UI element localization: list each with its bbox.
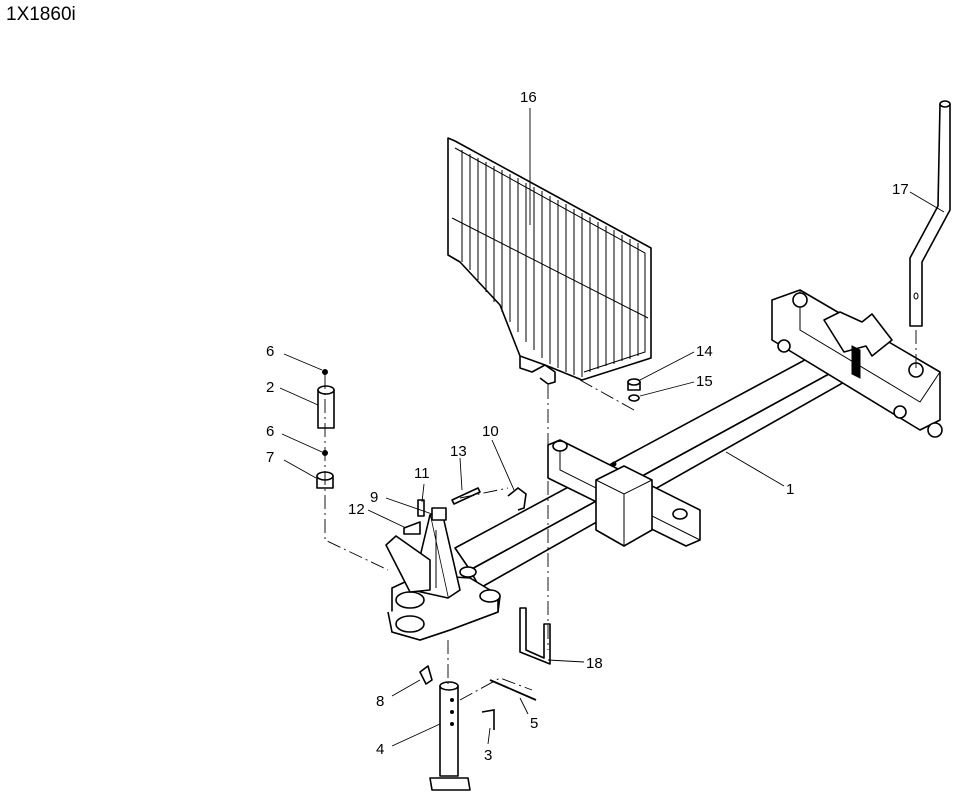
part-3-pin	[481, 709, 495, 730]
part-8-pin	[419, 665, 433, 685]
part-16-grille-panel	[447, 137, 652, 385]
label-part-13: 13	[450, 443, 467, 460]
part-1-main-frame	[385, 289, 943, 641]
part-6-pin-top	[322, 369, 328, 375]
label-part-1: 1	[786, 481, 794, 498]
label-part-6: 6	[266, 343, 274, 360]
part-17-crank-handle	[909, 100, 951, 327]
page-title: 1X1860i	[6, 4, 76, 25]
part-14-nut	[627, 378, 641, 391]
part-2-sleeve	[317, 385, 335, 429]
label-part-16: 16	[520, 89, 537, 106]
part-10-hairpin	[507, 486, 527, 511]
label-part-4: 4	[376, 741, 384, 758]
label-part-2: 2	[266, 379, 274, 396]
label-part-5: 5	[530, 715, 538, 732]
label-part-8: 8	[376, 693, 384, 710]
label-part-14: 14	[696, 343, 713, 360]
callout-labels: 16 17 14 15 6 2 6 7 10 13 11 9 12 1 18 8…	[266, 89, 909, 764]
part-5-handle-rod	[489, 679, 537, 701]
label-part-18: 18	[586, 655, 603, 672]
label-part-9: 9	[370, 489, 378, 506]
assembly-centerlines	[324, 330, 917, 701]
label-part-17: 17	[892, 181, 909, 198]
part-11-pin	[417, 499, 425, 517]
callout-leaders	[279, 108, 945, 747]
label-part-3: 3	[484, 747, 492, 764]
part-15-washer	[628, 394, 640, 402]
label-part-11: 11	[414, 465, 430, 482]
part-9-clip	[431, 507, 447, 521]
part-18-u-bolt	[519, 607, 551, 665]
label-part-15: 15	[696, 373, 713, 390]
part-4-jack-stand	[429, 681, 471, 791]
label-part-12: 12	[348, 501, 365, 518]
part-13-bolt	[451, 487, 481, 505]
label-part-7: 7	[266, 449, 274, 466]
part-12-bolt	[403, 521, 421, 535]
label-part-10: 10	[482, 423, 499, 440]
label-part-6: 6	[266, 423, 274, 440]
